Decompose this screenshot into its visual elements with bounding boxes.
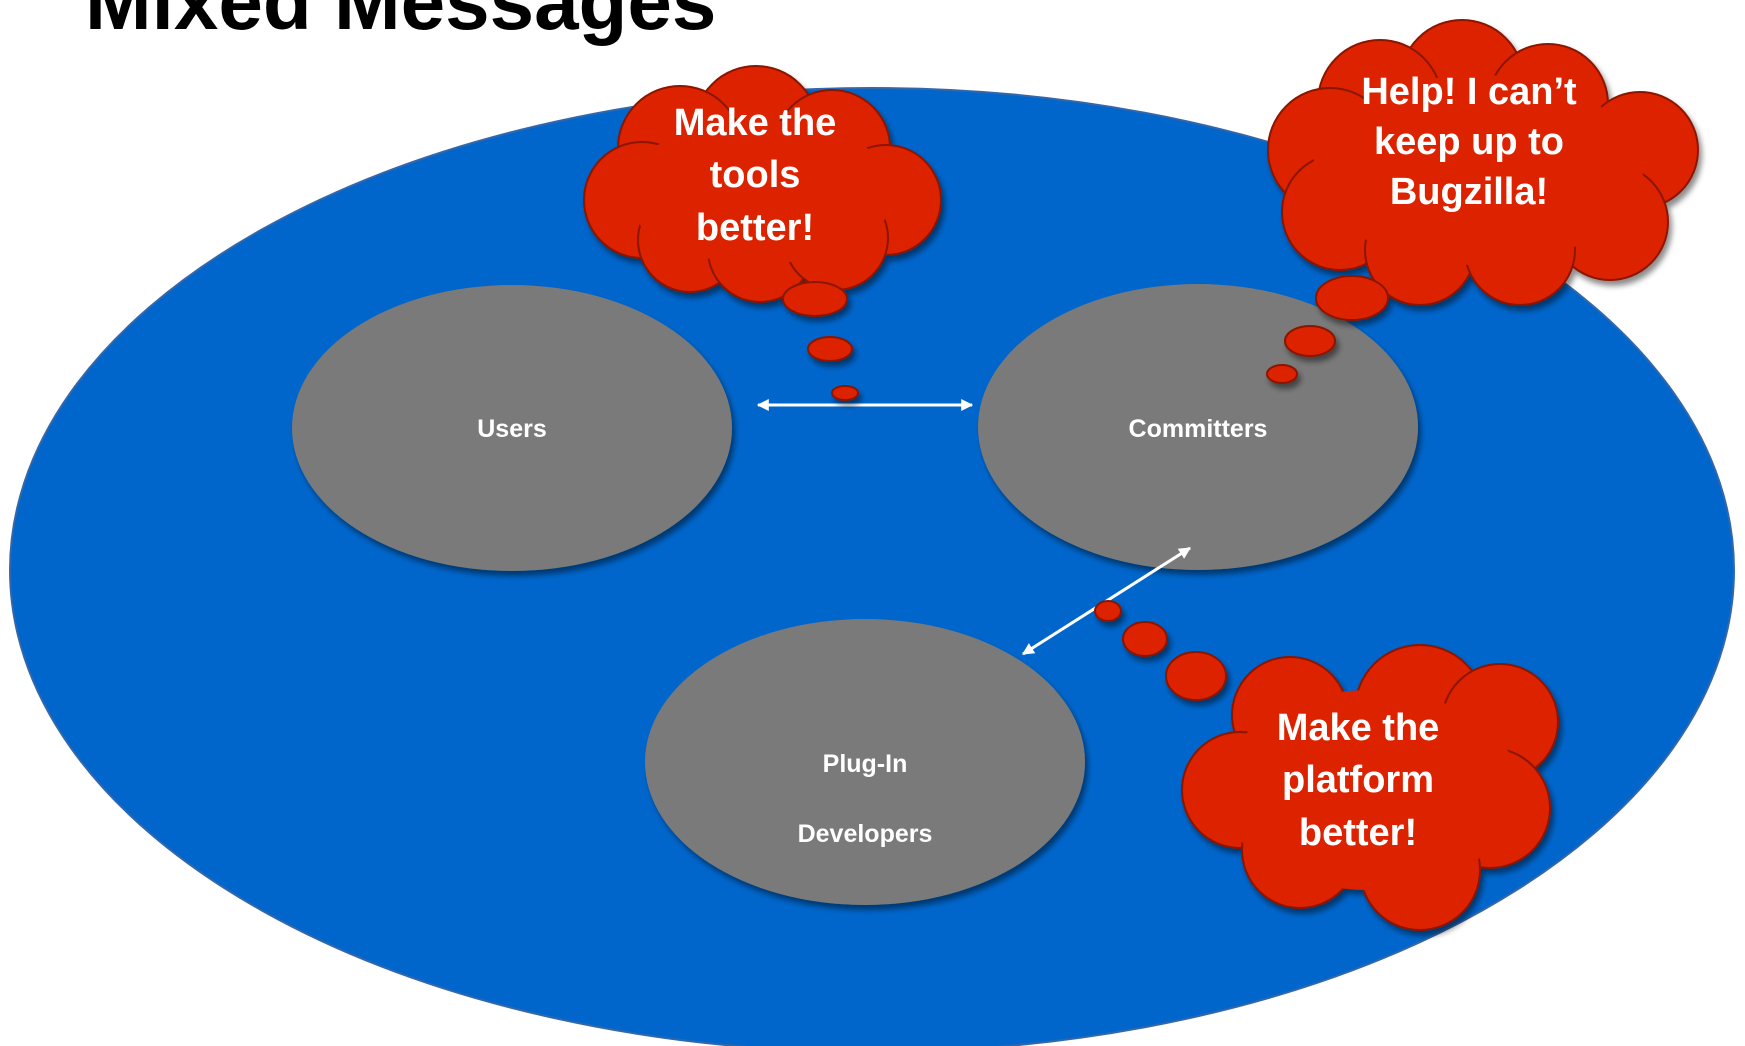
committers-thought-text: Help! I can’t keep up to Bugzilla! [1361, 71, 1577, 213]
users-thought-bubble-small [831, 385, 859, 401]
committers-thought-line1: Help! I can’t [1361, 71, 1577, 113]
users-thought-line2: tools [710, 154, 801, 196]
users-thought-bubble-large [782, 281, 848, 317]
plugin-developers-thought-line1: Make the [1277, 707, 1440, 749]
users-thought-cloud [583, 65, 942, 401]
plugin-developers-thought-line3: better! [1299, 812, 1417, 854]
plugin-developers-ellipse [645, 619, 1085, 905]
users-thought-line1: Make the [674, 102, 837, 144]
users-ellipse [292, 285, 732, 571]
committers-thought-bubble-medium [1284, 325, 1336, 357]
slide-title: Mixed Messages [85, 0, 717, 46]
users-node: Users [292, 285, 732, 571]
plugin-developers-thought-bubble-small [1094, 600, 1122, 622]
committers-thought-bubble-small [1266, 364, 1298, 384]
committers-thought-bubble-large [1315, 275, 1389, 321]
committers-thought-line3: Bugzilla! [1390, 171, 1548, 213]
committers-thought-line2: keep up to [1374, 121, 1564, 163]
plugin-developers-thought-line2: platform [1282, 759, 1434, 801]
plugin-developers-thought-text: Make the platform better! [1277, 707, 1440, 854]
plugin-developers-node: Plug-In Developers [645, 619, 1085, 905]
users-label: Users [477, 415, 547, 443]
users-thought-line3: better! [696, 207, 814, 249]
users-thought-bubble-medium [807, 336, 853, 362]
plugin-developers-label-line1: Plug-In [823, 750, 908, 778]
committers-thought-cloud [1266, 19, 1699, 384]
plugin-developers-thought-bubble-large [1165, 651, 1227, 701]
plugin-developers-thought-cloud [1094, 600, 1559, 931]
plugin-developers-thought-bubble-medium [1122, 621, 1168, 657]
committers-label: Committers [1129, 415, 1268, 443]
users-thought-text: Make the tools better! [674, 102, 837, 249]
plugin-developers-label-line2: Developers [798, 820, 933, 848]
committers-node: Committers [978, 284, 1418, 570]
